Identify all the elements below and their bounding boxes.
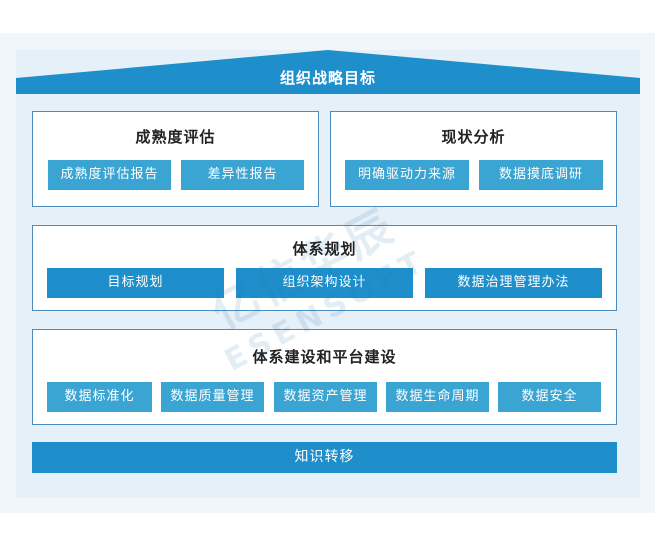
status-panel-title: 现状分析 <box>441 128 506 146</box>
data-quality-chip: 数据质量管理 <box>161 382 264 412</box>
goal-planning-chip: 目标规划 <box>47 268 224 298</box>
roof-polygon <box>16 50 640 94</box>
difference-report-chip: 差异性报告 <box>181 160 304 190</box>
roof-shape <box>16 50 640 94</box>
build-panel-title: 体系建设和平台建设 <box>252 348 397 366</box>
data-security-chip: 数据安全 <box>498 382 601 412</box>
maturity-panel: 成熟度评估 成熟度评估报告 差异性报告 <box>32 111 319 207</box>
org-structure-chip: 组织架构设计 <box>236 268 413 298</box>
knowledge-transfer-bar: 知识转移 <box>32 442 617 473</box>
data-asset-chip: 数据资产管理 <box>274 382 377 412</box>
data-survey-chip: 数据摸底调研 <box>479 160 603 190</box>
data-standard-chip: 数据标准化 <box>47 382 152 412</box>
driver-source-chip: 明确驱动力来源 <box>345 160 469 190</box>
data-lifecycle-chip: 数据生命周期 <box>386 382 489 412</box>
system-planning-title: 体系规划 <box>292 240 357 258</box>
status-panel: 现状分析 明确驱动力来源 数据摸底调研 <box>330 111 617 207</box>
build-panel: 体系建设和平台建设 数据标准化 数据质量管理 数据资产管理 数据生命周期 数据安… <box>32 329 617 425</box>
maturity-panel-title: 成熟度评估 <box>135 128 216 146</box>
roof-title: 组织战略目标 <box>279 69 376 87</box>
maturity-report-chip: 成熟度评估报告 <box>48 160 171 190</box>
governance-measures-chip: 数据治理管理办法 <box>425 268 602 298</box>
system-planning-panel: 体系规划 目标规划 组织架构设计 数据治理管理办法 <box>32 225 617 311</box>
